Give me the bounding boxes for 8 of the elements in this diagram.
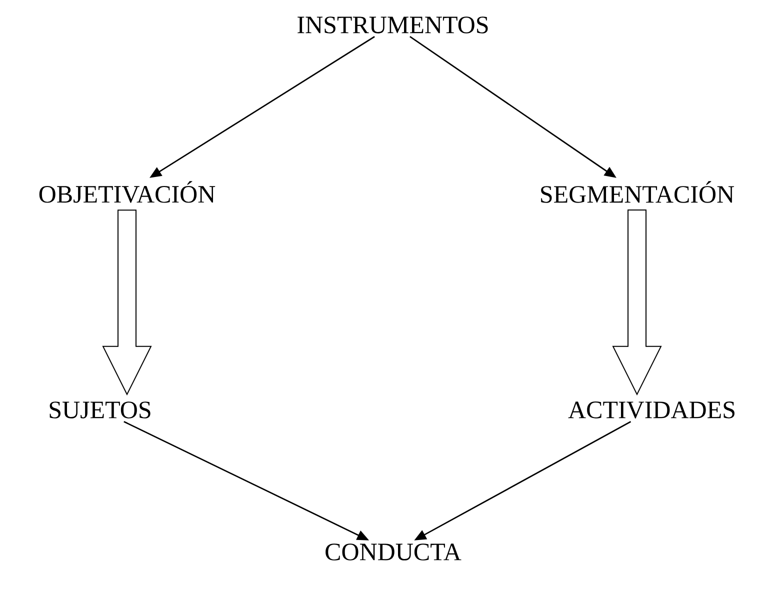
hollow-arrow [612,210,662,396]
label-text: SUJETOS [50,402,150,418]
label-text: INSTRUMENTOS [298,16,488,34]
label-text: SEGMENTACIÓN [541,181,734,203]
label-text: ACTIVIDADES [568,402,734,418]
label-text: OBJETIVACIÓN [39,181,216,203]
label-text: CONDUCTA [326,544,462,560]
hollow-arrow [102,210,152,396]
